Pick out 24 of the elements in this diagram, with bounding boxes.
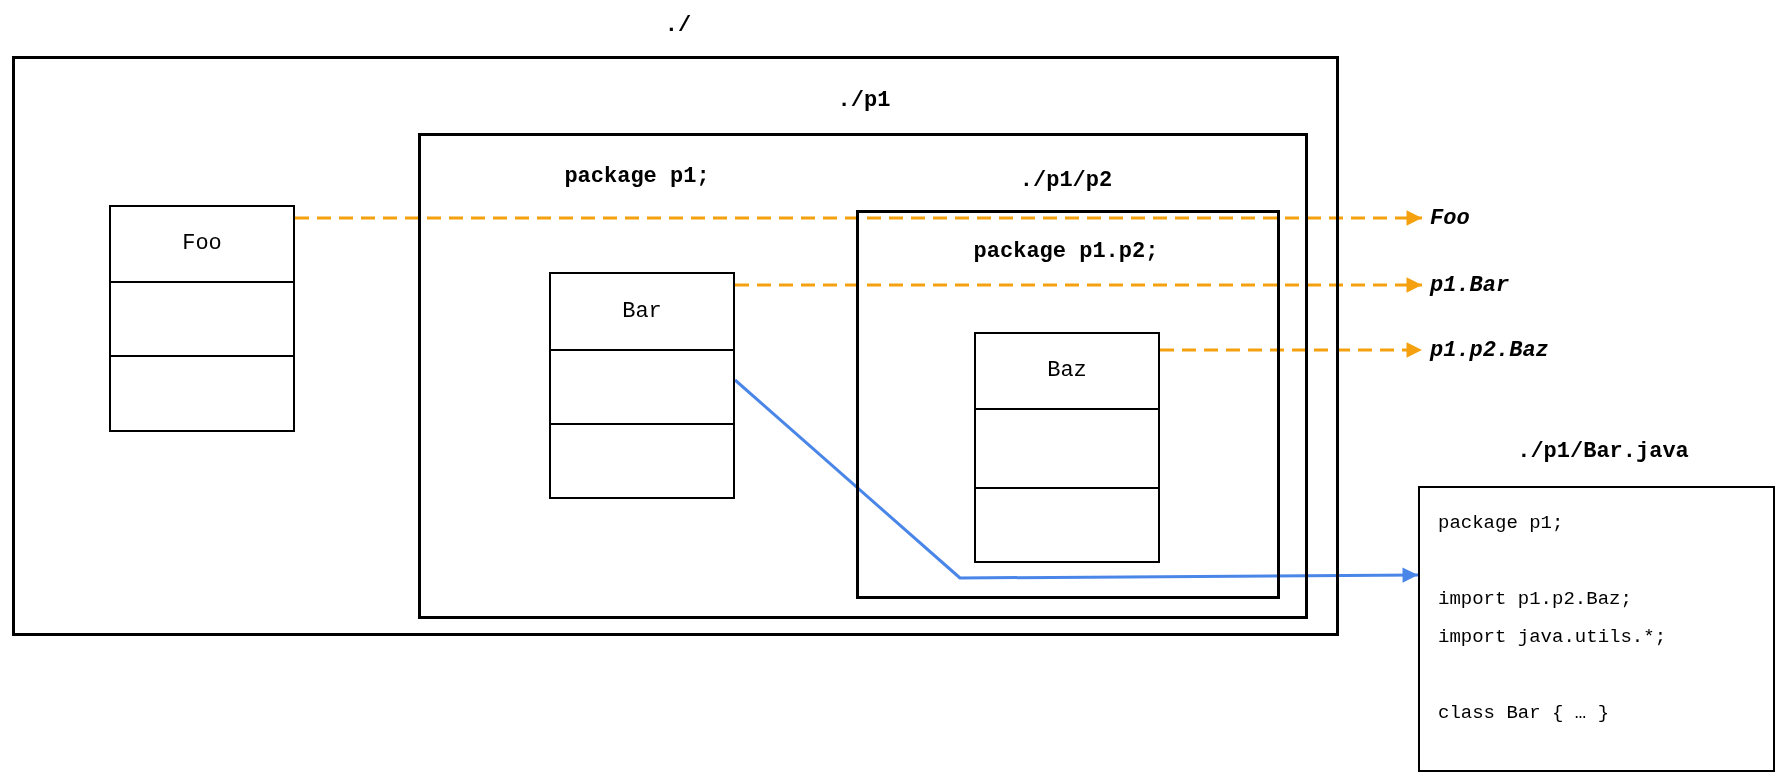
package-declaration: package p1.p2;	[973, 238, 1159, 264]
code-line: package p1;	[1438, 511, 1565, 536]
class-box	[109, 205, 295, 432]
arrow	[734, 378, 1418, 583]
folder-path: ./p1/p2	[1019, 167, 1113, 193]
arrow	[735, 277, 1422, 293]
class-box	[974, 332, 1160, 563]
code-line: class Bar { … }	[1438, 701, 1611, 726]
qualified-name: Foo	[1430, 205, 1470, 231]
arrow	[1160, 342, 1422, 358]
class-name: Baz	[1047, 358, 1087, 384]
code-box	[1418, 486, 1775, 772]
qualified-name: p1.Bar	[1430, 272, 1510, 298]
file-path: ./p1/Bar.java	[1517, 438, 1689, 464]
qualified-name: p1.p2.Baz	[1430, 337, 1549, 363]
package-declaration: package p1;	[564, 163, 710, 189]
folder-path: ./p1	[837, 87, 891, 113]
code-line: import p1.p2.Baz;	[1438, 587, 1633, 612]
arrow	[295, 210, 1422, 226]
folder-path: ./	[664, 12, 692, 38]
class-name: Bar	[622, 298, 662, 324]
class-box	[549, 272, 735, 499]
code-line: import java.utils.*;	[1438, 625, 1668, 650]
class-name: Foo	[182, 231, 222, 257]
